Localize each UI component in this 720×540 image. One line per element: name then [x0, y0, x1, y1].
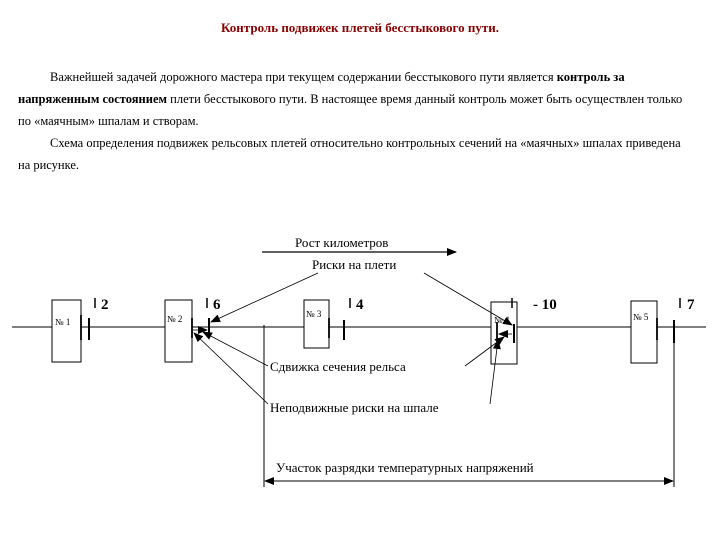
paragraph-intro: Важнейшей задачей дорожного мастера при … — [18, 66, 688, 132]
sleeper-3-label: № 3 — [306, 309, 322, 319]
intro-bold-phrase: контроль за напряженным состоянием — [18, 70, 625, 106]
sleeper-3 — [303, 299, 330, 349]
sleeper-2 — [164, 299, 193, 363]
leader-rail-mark-4 — [423, 272, 513, 326]
leader-fixed-2 — [193, 332, 269, 405]
sleeper-5-value: 7 — [687, 297, 695, 313]
sleeper-1-value: 2 — [101, 297, 109, 313]
growth-label: Рост километров — [295, 235, 388, 250]
paragraph-scheme: Схема определения подвижек рельсовых пле… — [18, 132, 688, 176]
intro-text-start: Важнейшей задачей дорожного мастера при … — [50, 70, 557, 84]
shift-label: Сдвижка сечения рельса — [270, 359, 406, 374]
leader-shift-2 — [202, 331, 269, 367]
intro-text-end: плети бесстыкового пути. В настоящее вре… — [18, 92, 683, 128]
sleeper-5-label: № 5 — [633, 312, 649, 322]
sleeper-2-value: 6 — [213, 297, 221, 313]
scheme-text: Схема определения подвижек рельсовых пле… — [18, 136, 681, 172]
section-label: Участок разрядки температурных напряжени… — [276, 460, 534, 475]
leader-fixed-4 — [489, 339, 501, 405]
sleeper-3-value: 4 — [356, 297, 364, 313]
sleeper-1-label: № 1 — [55, 317, 70, 327]
rail-marks-label: Риски на плети — [312, 257, 396, 272]
sleeper-1 — [51, 299, 82, 363]
fixed-marks-label: Неподвижные риски на шпале — [270, 400, 439, 415]
sleeper-5 — [630, 300, 658, 364]
page-title: Контроль подвижек плетей бесстыкового пу… — [221, 20, 499, 35]
sleeper-4-label: № 4 — [494, 315, 510, 325]
leader-rail-mark-2 — [210, 272, 319, 323]
sleeper-4-value: - 10 — [533, 297, 557, 313]
sleeper-2-label: № 2 — [167, 314, 182, 324]
